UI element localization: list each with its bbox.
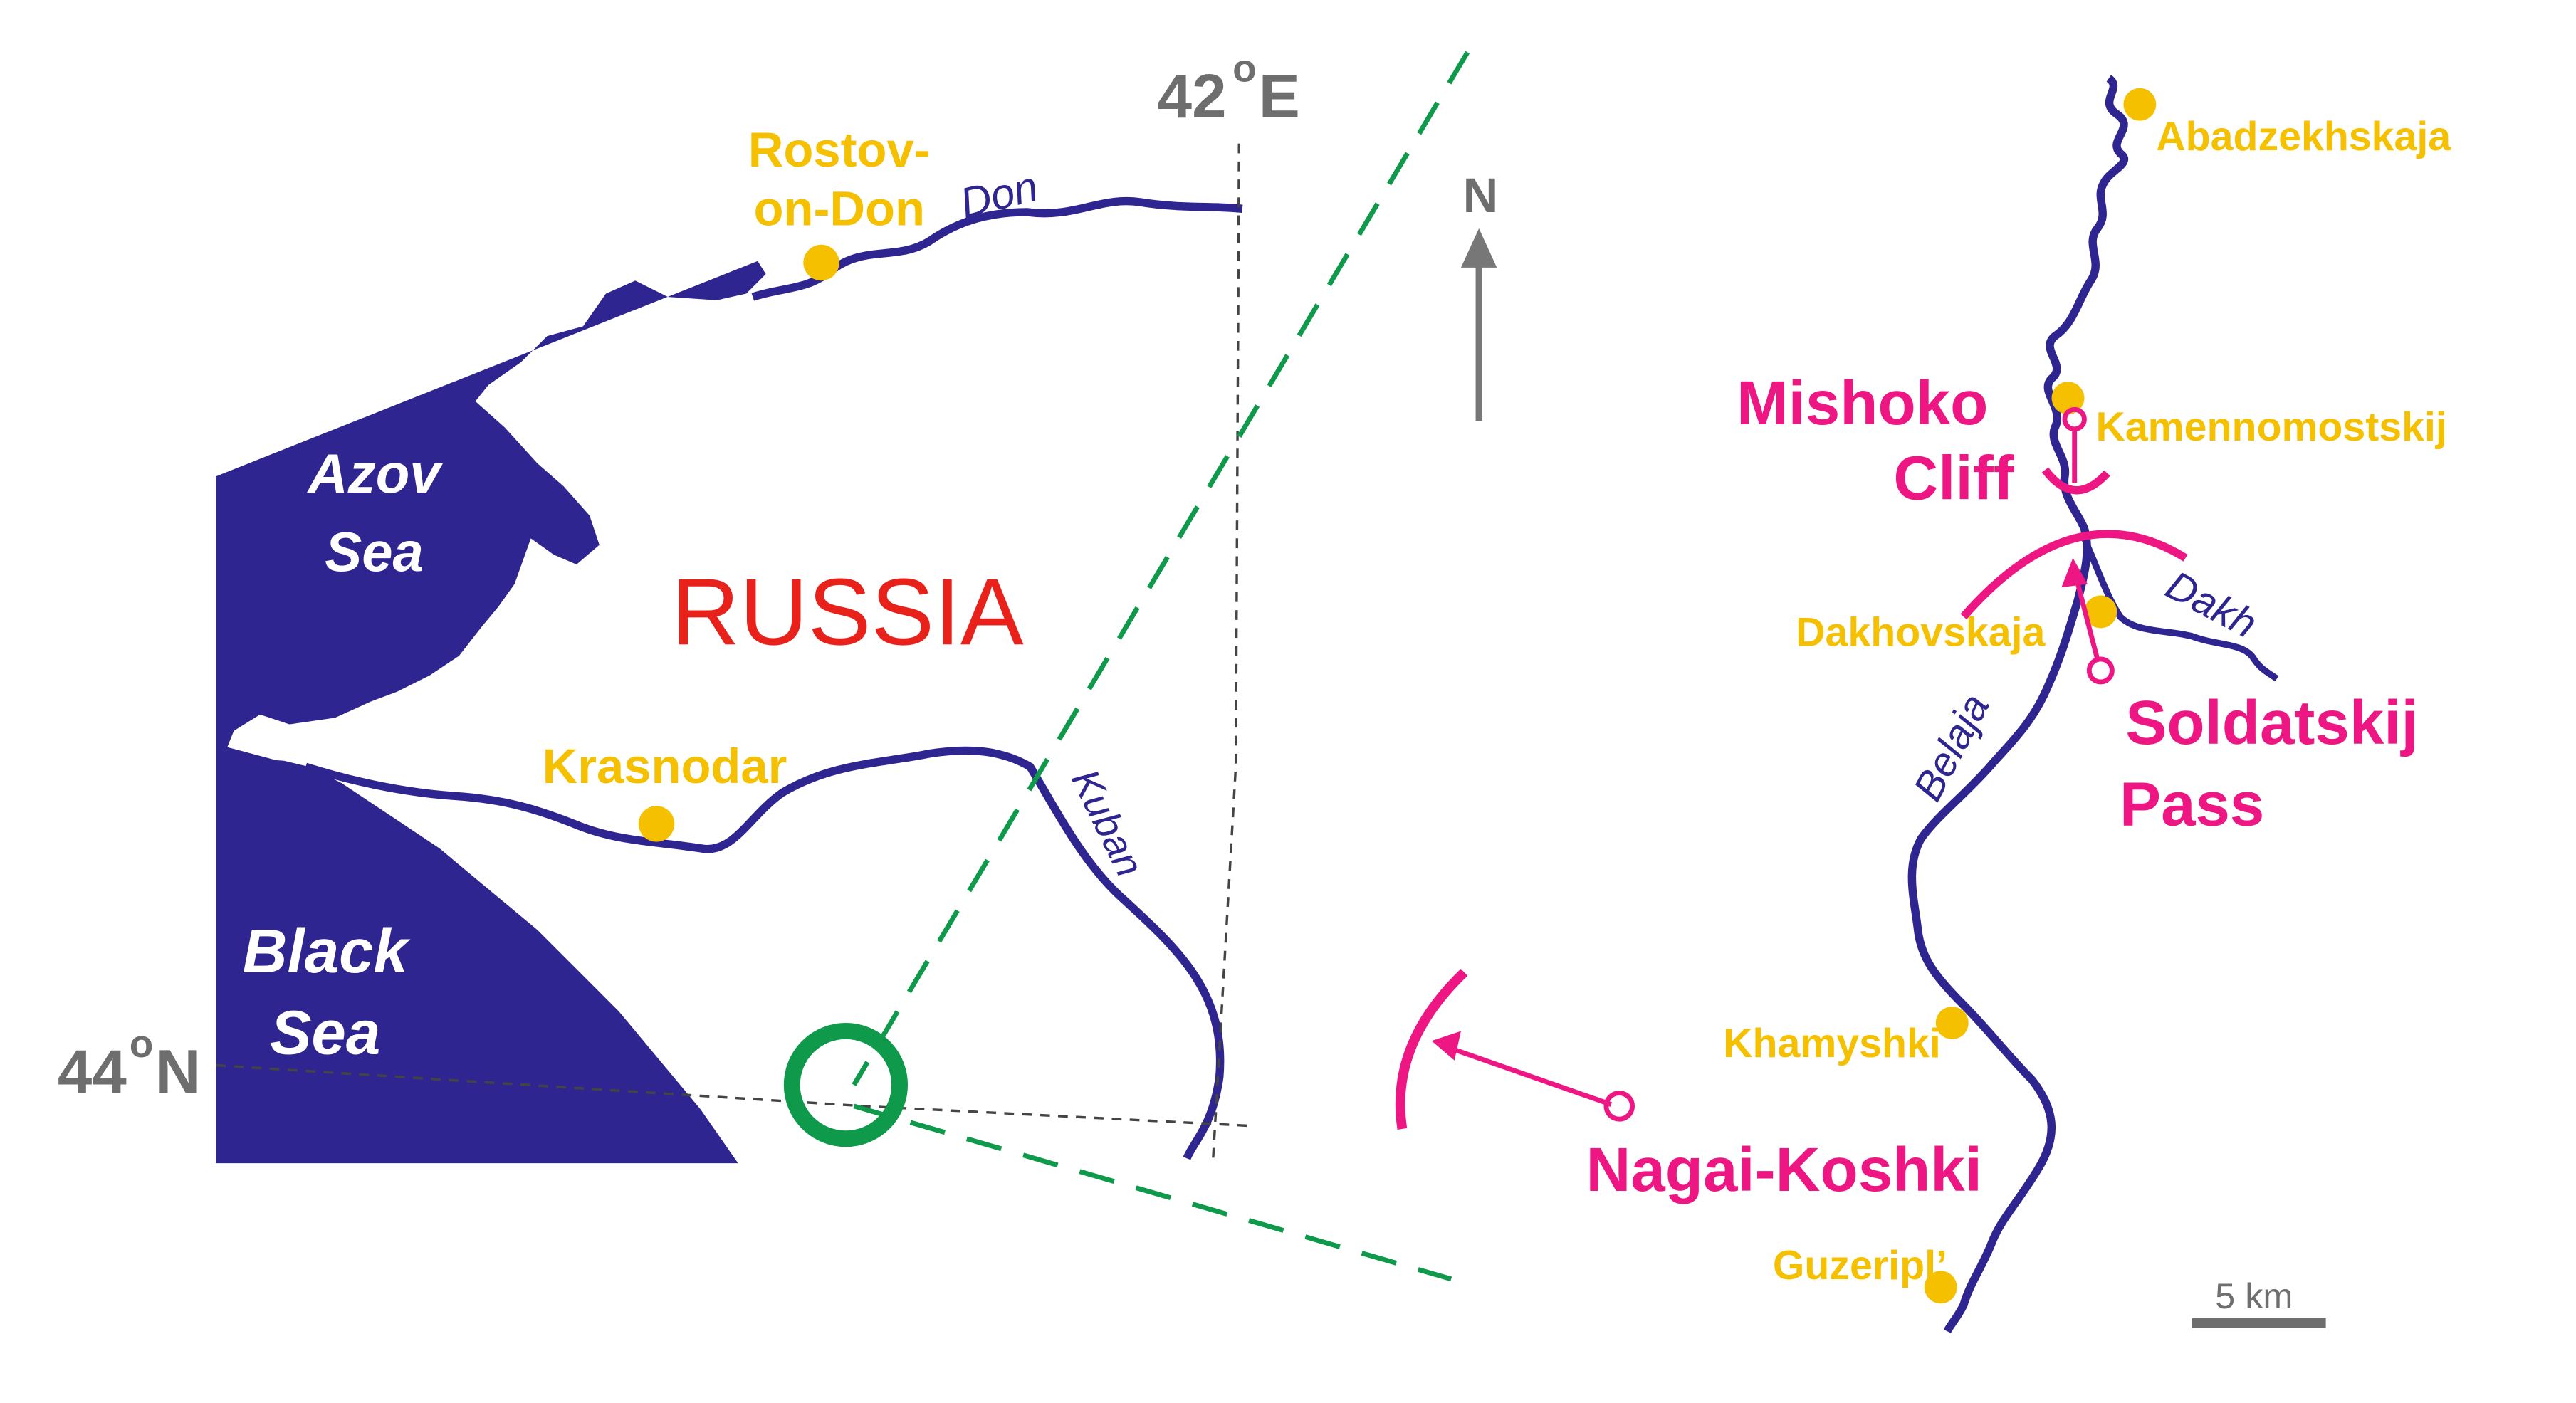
scale-bar-line	[2192, 1318, 2326, 1328]
dakhovskaja-label: Dakhovskaja	[1796, 610, 2046, 656]
scale-bar: 5 km	[2192, 1276, 2326, 1328]
belaja-river	[1907, 75, 2128, 1333]
dakhovskaja-dot	[2084, 595, 2117, 629]
kuban-river	[304, 746, 1225, 1160]
locator-circle	[783, 1022, 908, 1147]
sea-area	[216, 261, 766, 1164]
abadzekhskaja-label: Abadzekhskaja	[2156, 114, 2451, 159]
longitude-degree: o	[1232, 46, 1257, 90]
nagai-site-arrow	[1447, 1045, 1612, 1107]
longitude-direction: E	[1259, 62, 1300, 131]
nagai-site-point	[1603, 1091, 1635, 1122]
azov-sea-label-1: Azov	[306, 442, 443, 505]
kamennomostskij-dot	[2051, 382, 2085, 415]
locator-line-lower	[853, 1103, 1452, 1282]
kamennomostskij-label: Kamennomostskij	[2095, 404, 2446, 450]
latitude-line	[216, 1063, 1247, 1128]
rostov-label-2: on-Don	[753, 181, 925, 236]
russia-label: RUSSIA	[671, 559, 1024, 665]
guzeripl-label: Guzeripl’	[1773, 1243, 1947, 1288]
nagai-site-arrowhead	[1431, 1031, 1461, 1061]
krasnodar-label: Krasnodar	[543, 739, 787, 794]
khamyshki-label: Khamyshki	[1723, 1021, 1941, 1066]
soldatskij-label-1: Soldatskij	[2125, 688, 2418, 757]
krasnodar-dot	[638, 806, 675, 842]
guzeripl-dot	[1924, 1271, 1957, 1304]
soldatskij-site-arc	[1960, 530, 2188, 620]
don-label: Don	[955, 162, 1042, 227]
north-arrow: N	[1460, 168, 1499, 421]
north-arrow-head	[1460, 228, 1497, 268]
nagai-site-arc	[1395, 968, 1468, 1130]
longitude-label: 42 o E	[1158, 46, 1300, 131]
scale-bar-label: 5 km	[2215, 1276, 2293, 1316]
mishoko-cliff-marker	[2041, 406, 2110, 495]
soldatskij-site-point	[2086, 656, 2115, 685]
kerch-land	[227, 714, 538, 806]
mishoko-site-arc	[2041, 467, 2110, 495]
locator-line-upper	[852, 51, 1470, 1086]
kuban-label: Kuban	[1063, 762, 1152, 883]
overview-map: Azov Sea Black Sea RUSSIA Don Kuban Rost…	[58, 46, 1470, 1282]
latitude-value: 44	[58, 1038, 127, 1107]
latitude-label: 44 o N	[58, 1021, 200, 1106]
soldatskij-pass-marker	[1960, 530, 2188, 685]
nagai-koshki-marker	[1395, 968, 1635, 1130]
rostov-dot	[803, 244, 839, 281]
azov-sea-label-2: Sea	[325, 520, 424, 583]
belaja-label: Belaja	[1905, 687, 1998, 809]
soldatskij-label-2: Pass	[2120, 770, 2264, 839]
nagai-koshki-label: Nagai-Koshki	[1586, 1135, 1981, 1204]
latitude-degree: o	[130, 1021, 154, 1066]
north-arrow-label: N	[1463, 168, 1499, 223]
detail-map: Abadzekhskaja Kamennomostskij Dakhovskaj…	[1395, 75, 2451, 1333]
longitude-value: 42	[1158, 62, 1227, 131]
latitude-direction: N	[155, 1038, 200, 1107]
longitude-line	[1211, 143, 1240, 1162]
mishoko-label-1: Mishoko	[1737, 369, 1988, 438]
khamyshki-dot	[1935, 1007, 1969, 1039]
mishoko-label-2: Cliff	[1893, 443, 2014, 513]
abadzekhskaja-dot	[2123, 88, 2157, 121]
rostov-label-1: Rostov-	[748, 122, 931, 177]
black-sea-label-2: Sea	[270, 999, 380, 1068]
soldatskij-site-arrowhead	[2061, 557, 2088, 588]
black-sea-label-1: Black	[243, 917, 412, 986]
dakh-river	[2081, 537, 2279, 682]
soldatskij-site-arrow	[2072, 570, 2100, 660]
